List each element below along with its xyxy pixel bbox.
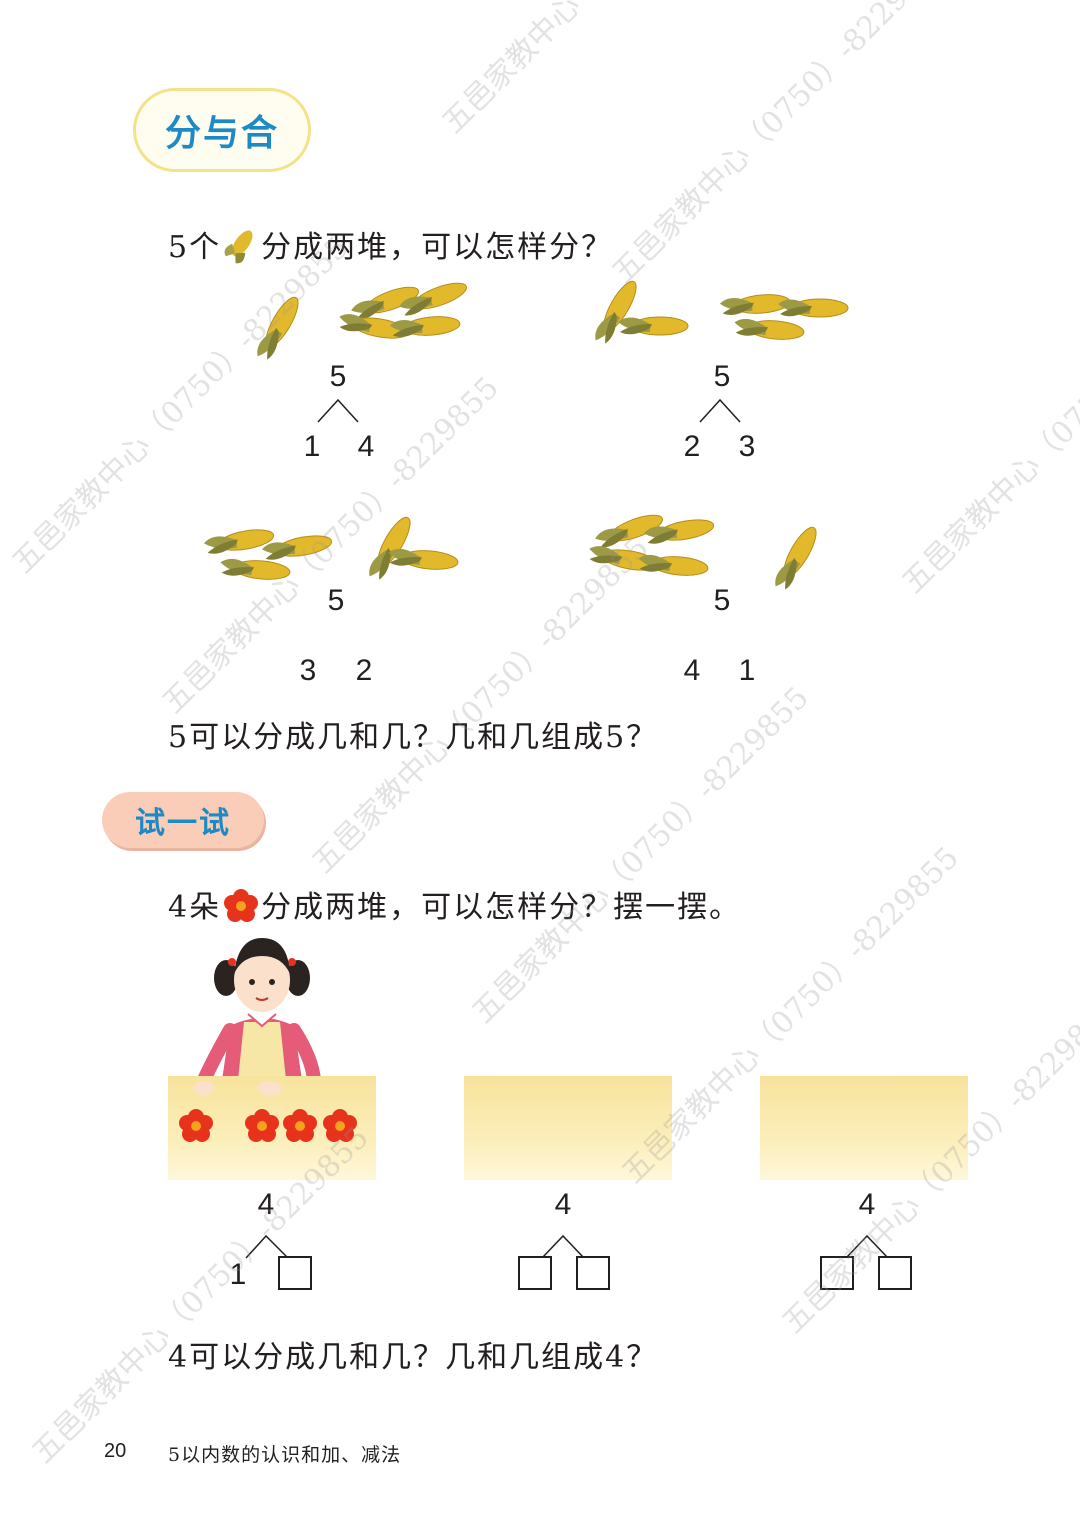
corn-icon — [590, 276, 643, 348]
question-3-prefix: 4朵 — [168, 890, 222, 925]
tree-total: 5 — [713, 360, 731, 393]
corn-icon — [636, 552, 710, 578]
flower-icon — [245, 1109, 279, 1142]
tree-right: 4 — [357, 430, 375, 463]
flower-icon — [224, 889, 259, 922]
girl-hands — [194, 1081, 282, 1095]
question-1-prefix: 5个 — [168, 230, 222, 265]
tree-right: 1 — [738, 654, 756, 687]
corn-icon — [617, 316, 689, 336]
flower-icon — [179, 1109, 213, 1142]
question-1-suffix: 分成两堆，可以怎样分？ — [261, 230, 614, 265]
try-label-pill: 试一试 — [102, 792, 264, 848]
girl-illustration — [197, 938, 321, 1087]
flower-icon — [323, 1109, 357, 1142]
branch-lines — [699, 398, 741, 423]
answer-box[interactable] — [576, 1256, 610, 1290]
tree-left: 3 — [299, 654, 317, 687]
tree-right: 3 — [738, 430, 756, 463]
corn-icon — [224, 230, 253, 264]
corn-icon — [202, 525, 276, 557]
tree-left: 1 — [303, 430, 321, 463]
corn-icon — [252, 292, 305, 364]
flower-icon — [283, 1109, 317, 1142]
question-2: 5可以分成几和几？几和几组成5？ — [168, 720, 659, 755]
try-left: 1 — [229, 1258, 247, 1291]
branch-lines — [317, 398, 359, 423]
answer-box[interactable] — [278, 1256, 312, 1290]
answer-box[interactable] — [820, 1256, 854, 1290]
mat-3 — [760, 1076, 968, 1180]
corn-icon — [386, 546, 460, 572]
try-total: 4 — [257, 1188, 275, 1221]
corn-icon — [777, 298, 849, 318]
try-total: 4 — [858, 1188, 876, 1221]
answer-box[interactable] — [878, 1256, 912, 1290]
mat-2 — [464, 1076, 672, 1180]
tree-right: 2 — [355, 654, 373, 687]
corn-icon — [364, 512, 417, 584]
tree-left: 4 — [683, 654, 701, 687]
corn-icon — [732, 316, 806, 342]
question-4: 4可以分成几和几？几和几组成4？ — [168, 1340, 659, 1375]
try-label: 试一试 — [135, 806, 231, 841]
tree-left: 2 — [683, 430, 701, 463]
tree-total: 5 — [713, 584, 731, 617]
tree-total: 5 — [327, 584, 345, 617]
corn-icon — [770, 522, 823, 594]
corn-icon — [218, 556, 292, 582]
question-1: 5个 分成两堆，可以怎样分？ — [168, 222, 613, 266]
answer-box[interactable] — [518, 1256, 552, 1290]
try-branch-lines — [245, 1234, 889, 1259]
question-3-suffix: 分成两堆，可以怎样分？摆一摆。 — [261, 890, 742, 925]
corn-icon — [388, 314, 462, 340]
page-title: 分与合 — [164, 112, 279, 154]
corn-illustrations — [202, 276, 849, 594]
try-total: 4 — [554, 1188, 572, 1221]
page-number: 20 — [104, 1440, 127, 1462]
title-pill: 分与合 — [133, 88, 311, 172]
question-3: 4朵 分成两堆，可以怎样分？摆一摆。 — [168, 882, 741, 926]
chapter-title: 5以内数的认识和加、减法 — [168, 1444, 402, 1466]
tree-total: 5 — [329, 360, 347, 393]
flowers-on-mat — [179, 1109, 357, 1142]
